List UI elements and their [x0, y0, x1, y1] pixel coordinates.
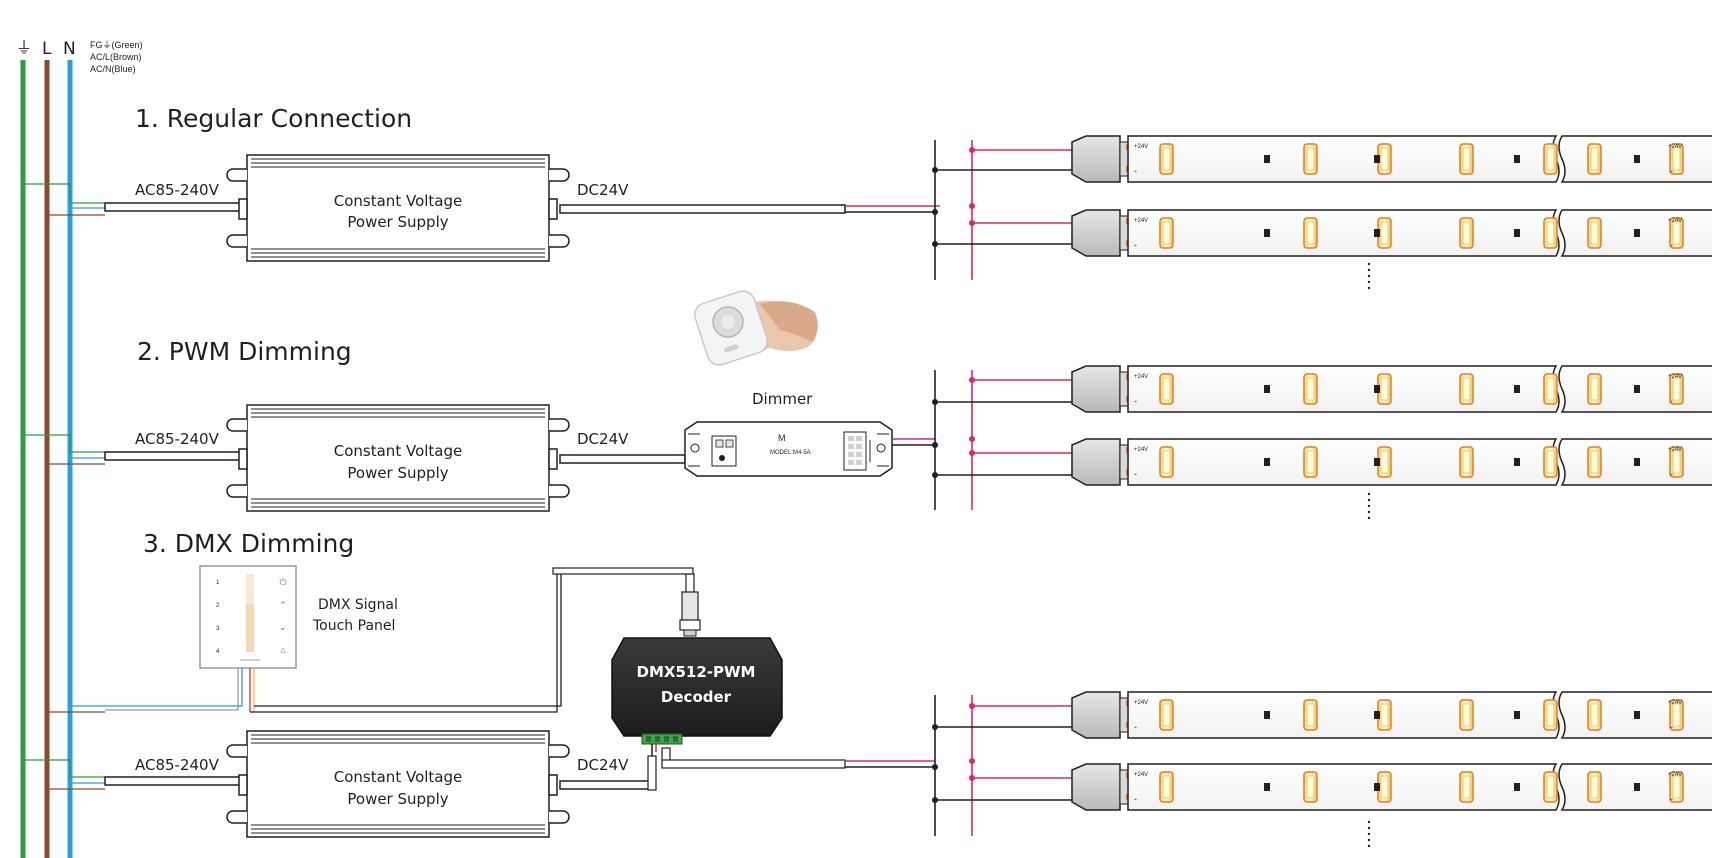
dimmer-brand: M — [778, 433, 786, 443]
led-strip-3b — [1072, 764, 1712, 810]
decoder-output-wiring — [647, 744, 846, 791]
strip-3a-end-minus: - — [1670, 722, 1673, 732]
led-strip-1a — [1072, 136, 1712, 182]
power-icon: ⏻ — [279, 577, 286, 587]
strip-3a-end-voltage: +24V — [1668, 700, 1682, 706]
decoder-line1: DMX512-PWM — [637, 663, 756, 681]
decoder-line2: Decoder — [661, 688, 732, 706]
strip-1a-end-voltage: +24V — [1668, 144, 1682, 150]
regular-strip-wiring — [845, 140, 1072, 280]
psu-3-name-line1: Constant Voltage — [334, 768, 462, 786]
led-strip-2a — [1072, 366, 1712, 412]
power-supply-2: AC85-240V DC24V Constant Voltage Power S… — [135, 404, 629, 512]
section-title-regular: 1. Regular Connection — [135, 104, 412, 133]
led-strip-3a — [1072, 692, 1712, 738]
strip-2a-end-voltage: +24V — [1668, 374, 1682, 380]
remote-control-image — [693, 290, 818, 366]
more-strips-dots-2 — [1367, 492, 1371, 520]
psu-1-name-line2: Power Supply — [347, 213, 448, 231]
dimmer-model: MODEL:M4-5A — [770, 450, 811, 456]
dimmer-label: Dimmer — [752, 390, 813, 408]
strip-1b-minus: - — [1134, 240, 1137, 250]
psu-input-cables — [104, 202, 246, 786]
psu-output-cables — [559, 204, 846, 790]
strip-1b-end-minus: - — [1670, 240, 1673, 250]
strip-2a-end-minus: - — [1670, 396, 1673, 406]
led-strip-1b — [1072, 210, 1712, 256]
neutral-letter: N — [63, 39, 76, 59]
strip-2b-voltage: +24V — [1134, 447, 1148, 453]
dmx-decoder: DMX512-PWM Decoder — [611, 637, 783, 745]
dimmer-device: M MODEL:M4-5A — [684, 421, 893, 477]
touch-panel-wiring — [105, 567, 695, 713]
touch-panel-label-line1: DMX Signal — [318, 597, 398, 613]
pwm-strip-wiring — [892, 370, 1072, 510]
strip-3b-voltage: +24V — [1134, 772, 1148, 778]
strip-1b-end-voltage: +24V — [1668, 218, 1682, 224]
mains-taps — [23, 183, 105, 808]
strip-2b-minus: - — [1134, 469, 1137, 479]
section-title-pwm: 2. PWM Dimming — [137, 337, 352, 366]
wire-legend: ⏚ L N FG⏚(Green) AC/L(Brown) AC/N(Blue) — [16, 38, 143, 74]
strip-1a-end-minus: - — [1670, 166, 1673, 176]
strip-3a-minus: - — [1134, 722, 1137, 732]
led-strip-2b — [1072, 439, 1712, 485]
strip-1a-voltage: +24V — [1134, 144, 1148, 150]
psu-2-name-line2: Power Supply — [347, 464, 448, 482]
psu-2-name-line1: Constant Voltage — [334, 442, 462, 460]
touch-panel-zone-1: 1 — [216, 580, 220, 586]
psu-2-output-label: DC24V — [577, 430, 629, 448]
more-strips-dots-1 — [1367, 262, 1371, 290]
ground-symbol: ⏚ — [16, 38, 32, 57]
power-supply-3: AC85-240V DC24V Constant Voltage Power S… — [135, 730, 629, 838]
legend-ground: FG⏚(Green) — [90, 40, 143, 50]
section-title-dmx: 3. DMX Dimming — [143, 529, 354, 558]
strip-2a-voltage: +24V — [1134, 374, 1148, 380]
up-icon: ⌃ — [279, 600, 287, 610]
legend-live: AC/L(Brown) — [90, 52, 142, 62]
down-icon: ⌄ — [279, 622, 287, 632]
strip-2b-end-voltage: +24V — [1668, 447, 1682, 453]
home-icon: ⌂ — [280, 645, 285, 655]
dmx-touch-panel: 1 2 3 4 ⏻ ⌃ ⌄ ⌂ — [199, 565, 297, 669]
psu-3-output-label: DC24V — [577, 756, 629, 774]
touch-panel-label-line2: Touch Panel — [312, 618, 395, 634]
psu-1-output-label: DC24V — [577, 181, 629, 199]
power-supply-1: AC85-240V DC24V Constant Voltage Power S… — [135, 154, 629, 262]
strip-3b-minus: - — [1134, 794, 1137, 804]
dmx-strip-wiring — [845, 695, 1072, 836]
psu-3-input-label: AC85-240V — [135, 756, 220, 774]
strip-2a-minus: - — [1134, 396, 1137, 406]
strip-3b-end-minus: - — [1670, 794, 1673, 804]
live-letter: L — [42, 39, 52, 59]
touch-panel-zone-3: 3 — [216, 626, 220, 632]
strip-1a-minus: - — [1134, 166, 1137, 176]
psu-1-input-label: AC85-240V — [135, 181, 220, 199]
strip-3b-end-voltage: +24V — [1668, 772, 1682, 778]
psu-1-name-line1: Constant Voltage — [334, 192, 462, 210]
strip-1b-voltage: +24V — [1134, 218, 1148, 224]
touch-panel-zone-4: 4 — [216, 649, 220, 655]
psu-2-input-label: AC85-240V — [135, 430, 220, 448]
psu-3-name-line2: Power Supply — [347, 790, 448, 808]
strip-2b-end-minus: - — [1670, 469, 1673, 479]
strip-3a-voltage: +24V — [1134, 700, 1148, 706]
more-strips-dots-3 — [1367, 820, 1371, 848]
mains-bus — [20, 60, 73, 858]
dmx-input-connector — [679, 591, 701, 637]
legend-neutral: AC/N(Blue) — [90, 64, 136, 74]
touch-panel-zone-2: 2 — [216, 603, 220, 609]
